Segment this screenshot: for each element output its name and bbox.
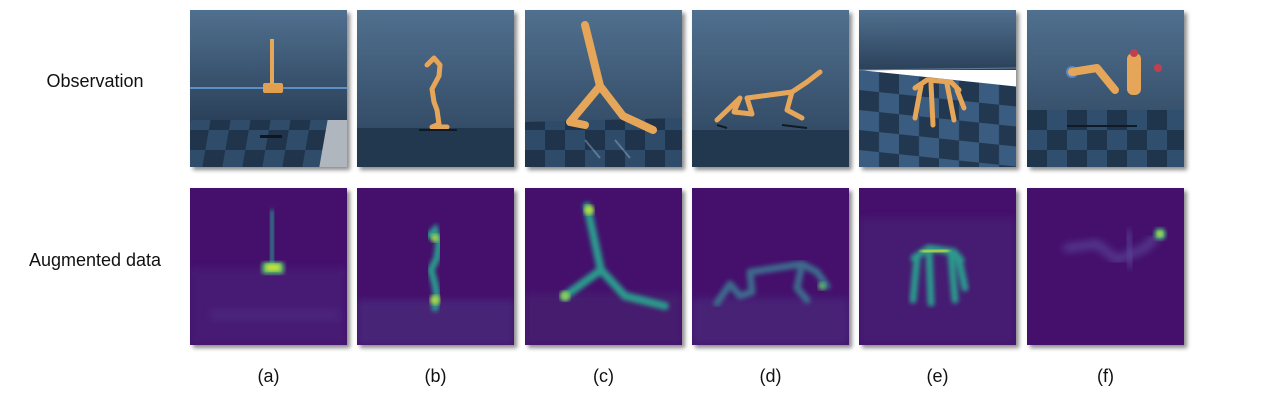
hopper-render <box>357 10 514 167</box>
heatmap-cheetah <box>692 188 849 345</box>
augmented-image-c <box>525 188 682 345</box>
finger-render <box>1027 10 1184 167</box>
quadruped-render <box>859 10 1016 167</box>
cheetah-render <box>692 10 849 167</box>
caption-b: (b) <box>424 366 447 386</box>
observation-image-c <box>525 10 682 167</box>
heatmap-quadruped <box>859 188 1016 345</box>
heatmap-walker <box>525 188 682 345</box>
caption-f: (f) <box>1097 366 1114 386</box>
observation-image-d <box>692 10 849 167</box>
observation-image-e <box>859 10 1016 167</box>
augmented-image-a <box>190 188 347 345</box>
heatmap-hopper <box>357 188 514 345</box>
walker-render <box>525 10 682 167</box>
augmented-image-e <box>859 188 1016 345</box>
observation-image-b <box>357 10 514 167</box>
caption-e: (e) <box>926 366 949 386</box>
observation-image-a <box>190 10 347 167</box>
caption-a: (a) <box>257 366 280 386</box>
augmented-image-f <box>1027 188 1184 345</box>
heatmap-finger <box>1027 188 1184 345</box>
row-label-observation: Observation <box>46 71 144 91</box>
augmented-image-d <box>692 188 849 345</box>
cartpole-render <box>190 10 347 167</box>
heatmap-cartpole <box>190 188 347 345</box>
caption-d: (d) <box>759 366 782 386</box>
caption-c: (c) <box>593 366 614 386</box>
observation-image-f <box>1027 10 1184 167</box>
row-label-augmented-data: Augmented data <box>28 250 162 270</box>
augmented-image-b <box>357 188 514 345</box>
